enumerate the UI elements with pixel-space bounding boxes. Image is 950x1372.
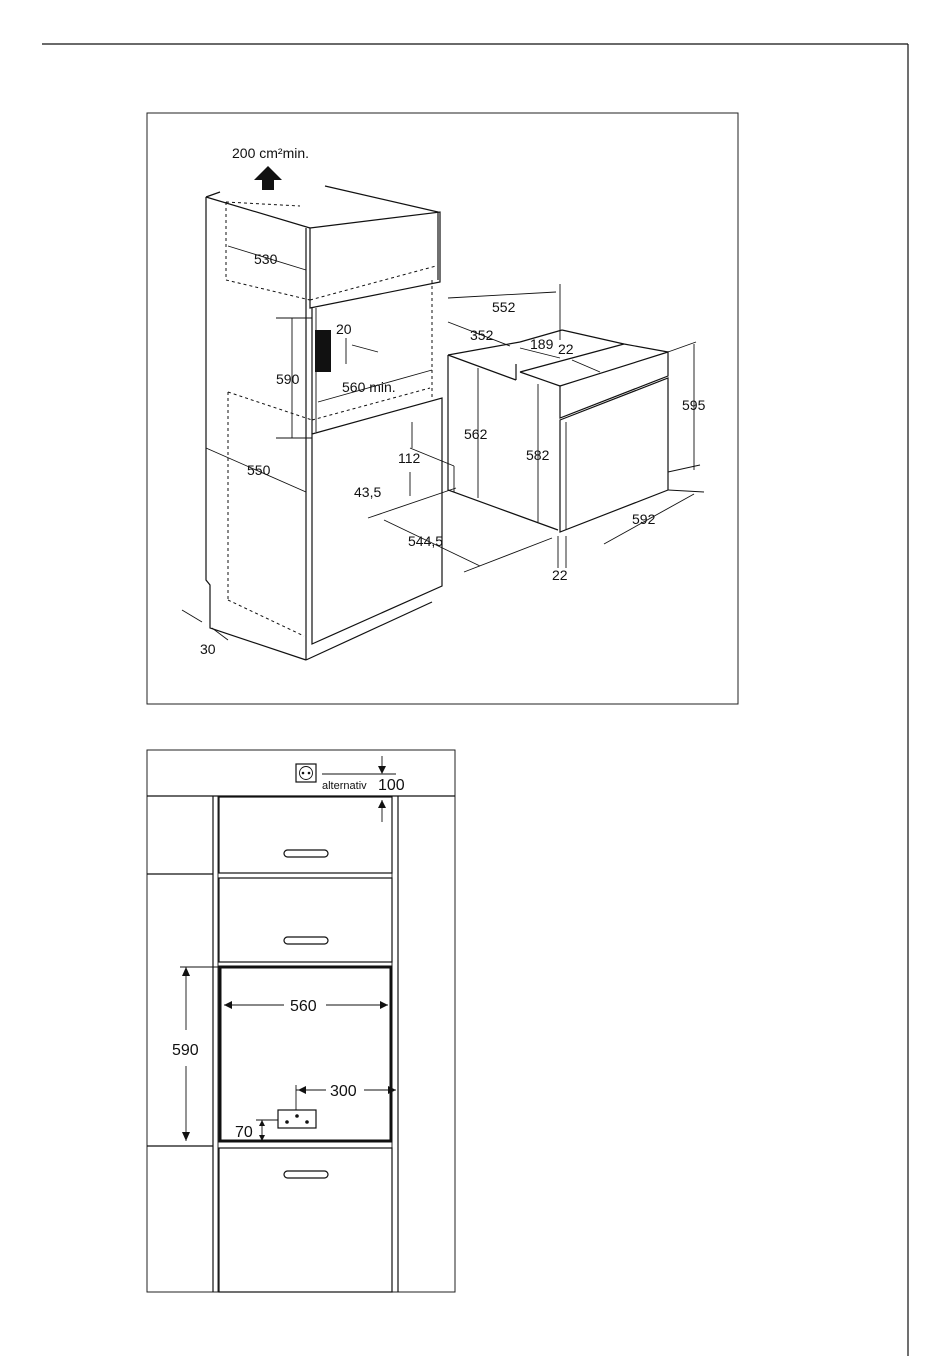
connection-box-icon bbox=[278, 1110, 316, 1128]
ventilation-strip bbox=[315, 330, 331, 372]
drawer-handle bbox=[284, 850, 328, 857]
dim-595: 595 bbox=[682, 397, 706, 413]
dim-70: 70 bbox=[235, 1124, 253, 1141]
dim-112: 112 bbox=[398, 450, 421, 466]
ventilation-arrow-icon bbox=[254, 166, 282, 190]
dim-562: 562 bbox=[464, 426, 488, 442]
dim-560-min: 560 min. bbox=[342, 379, 396, 395]
dim-582: 582 bbox=[526, 447, 550, 463]
dim-20: 20 bbox=[336, 321, 352, 337]
figure-2-frame bbox=[147, 750, 455, 1292]
drawer-3 bbox=[219, 1148, 392, 1292]
drawer-handle bbox=[284, 937, 328, 944]
dim-100: 100 bbox=[378, 777, 405, 794]
dim-530: 530 bbox=[254, 251, 278, 267]
cabinet-drawing bbox=[206, 166, 442, 660]
alternativ-label: alternativ bbox=[322, 780, 367, 792]
dim-552: 552 bbox=[492, 299, 516, 315]
dim-590: 590 bbox=[276, 371, 300, 387]
drawer-1 bbox=[219, 797, 392, 873]
drawer-handle bbox=[284, 1171, 328, 1178]
dim-592: 592 bbox=[632, 511, 656, 527]
oven-niche bbox=[220, 967, 391, 1141]
dim-30: 30 bbox=[200, 641, 216, 657]
dim-544-5: 544,5 bbox=[408, 533, 443, 549]
drawer-2 bbox=[219, 878, 392, 962]
dim-590-niche-height: 590 bbox=[172, 1042, 199, 1059]
dim-550: 550 bbox=[247, 462, 271, 478]
dim-352: 352 bbox=[470, 327, 494, 343]
ventilation-label: 200 cm²min. bbox=[232, 145, 309, 161]
dim-22-top: 22 bbox=[558, 341, 574, 357]
dim-300: 300 bbox=[330, 1083, 357, 1100]
figure-1-dimension-lines bbox=[182, 246, 704, 640]
dim-189: 189 bbox=[530, 336, 554, 352]
socket-icon bbox=[296, 764, 316, 782]
dim-560-niche-width: 560 bbox=[290, 998, 317, 1015]
dim-43-5: 43,5 bbox=[354, 484, 381, 500]
dim-22-bottom: 22 bbox=[552, 567, 568, 583]
